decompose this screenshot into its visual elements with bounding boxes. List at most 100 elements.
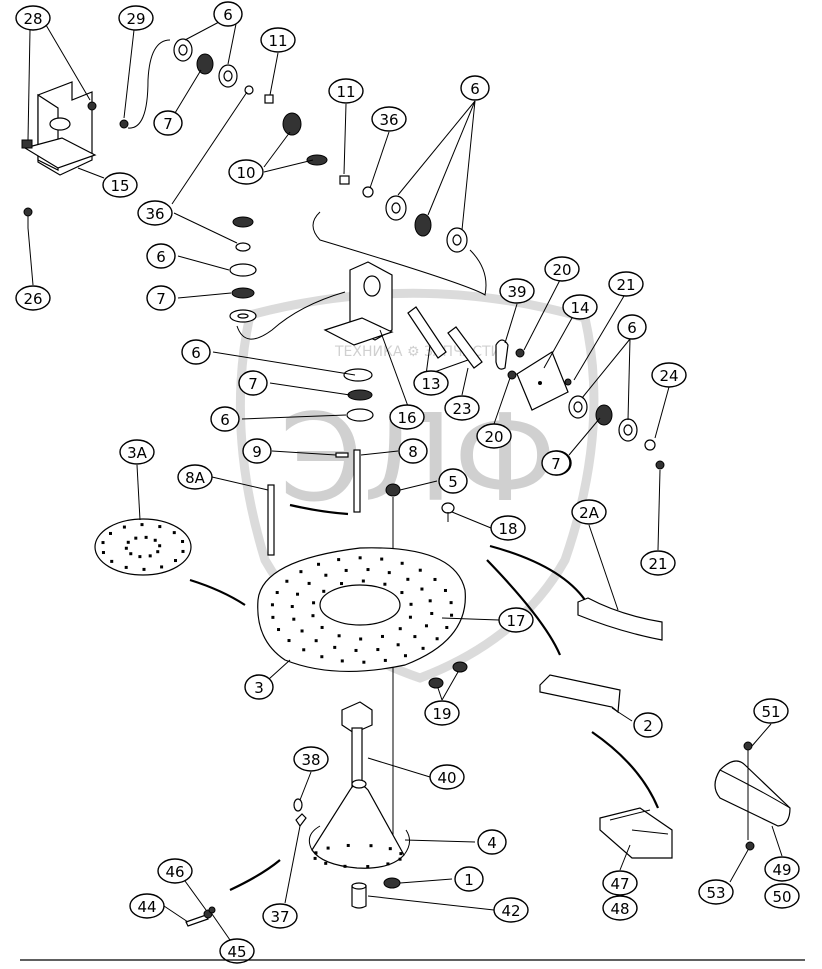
callout-label: 19 [432, 705, 451, 723]
hole [300, 629, 304, 633]
leader-line-53 [184, 880, 207, 911]
hole [366, 568, 370, 572]
hole [174, 559, 178, 563]
hole [296, 592, 300, 596]
disc-3A [94, 518, 192, 576]
leader-line-37 [136, 464, 141, 521]
hole [110, 559, 114, 563]
curve-8 [289, 503, 349, 516]
hole [160, 565, 164, 569]
callout-circle [119, 439, 155, 465]
leader-line-34 [493, 377, 511, 425]
callout-label: 28 [23, 10, 42, 28]
leader-line-31 [627, 338, 631, 421]
leader-line-47 [441, 671, 459, 701]
hole [299, 570, 303, 574]
bearing-group-right [564, 378, 665, 470]
hole [408, 615, 412, 619]
callout-label: 6 [627, 319, 637, 337]
cone-4 [308, 779, 410, 869]
leader-line-5 [269, 52, 279, 96]
callout-6-11: 6 [146, 243, 176, 269]
leader-line-45 [268, 659, 291, 680]
hole [450, 613, 454, 617]
callout-circle [764, 856, 800, 882]
callout-label: 10 [236, 164, 255, 182]
hole [124, 565, 128, 569]
callout-circle [490, 515, 526, 541]
leader-line-1 [27, 29, 31, 141]
hole [101, 541, 105, 545]
callout-7-14: 7 [238, 370, 268, 396]
callout-label: 51 [761, 703, 780, 721]
hole [369, 844, 373, 848]
hole [148, 554, 152, 558]
callout-label: 48 [610, 900, 629, 918]
hole [285, 579, 289, 583]
callout-label: 14 [570, 299, 589, 317]
callout-circle [181, 339, 211, 365]
callout-23-26: 23 [444, 395, 480, 421]
bracket-15 [21, 81, 129, 176]
callout-circle [460, 75, 490, 101]
hole [435, 637, 439, 641]
callout-label: 1 [464, 871, 474, 889]
callout-label: 23 [452, 400, 471, 418]
callout-36-10: 36 [371, 106, 407, 132]
callout-circle [602, 870, 638, 896]
hole [292, 617, 296, 621]
callout-10-7: 10 [228, 159, 264, 185]
callout-circle [633, 712, 663, 738]
hole [124, 546, 128, 550]
callout-21-29: 21 [640, 550, 676, 576]
hole [108, 531, 112, 535]
leader-line-42 [451, 511, 492, 529]
leader-line-52 [404, 839, 476, 843]
nut-20-top [515, 348, 525, 358]
bracket-47-48 [599, 807, 673, 859]
hole [420, 587, 424, 591]
callout-4-44: 4 [477, 829, 507, 855]
callout-label: 7 [551, 455, 561, 473]
callout-47-51: 47 [602, 870, 638, 896]
leader-line-17 [212, 351, 356, 376]
hole [140, 523, 144, 527]
callout-circle [213, 1, 243, 27]
hole [430, 611, 434, 615]
callout-circle [328, 78, 364, 104]
hole [320, 625, 324, 629]
hole [290, 605, 294, 609]
callout-circle [498, 607, 534, 633]
hole [270, 603, 274, 607]
callout-label: 40 [437, 769, 456, 787]
callout-circle [242, 438, 272, 464]
curve-2A-b [486, 559, 562, 656]
hole [320, 655, 324, 659]
leader-line-54 [399, 878, 453, 884]
hole [277, 628, 281, 632]
hole [311, 614, 315, 618]
callout-circle [571, 499, 607, 525]
hole [424, 624, 428, 628]
leader-line-56 [163, 905, 189, 923]
nut-19a [428, 677, 444, 689]
leader-line-15 [177, 255, 230, 271]
callout-44-48: 44 [129, 893, 165, 919]
hole [153, 538, 157, 542]
pin-9 [335, 452, 349, 458]
callout-circle [477, 829, 507, 855]
callout-circle [753, 698, 789, 724]
gearbox-bracket-16 [323, 261, 394, 422]
hole [380, 557, 384, 561]
callout-label: 24 [659, 367, 678, 385]
callout-26-6: 26 [15, 285, 51, 311]
hole [400, 591, 404, 595]
callout-5-34: 5 [438, 468, 468, 494]
callout-label: 6 [156, 248, 166, 266]
callout-37-49: 37 [262, 903, 298, 929]
bearing-stack-right [339, 175, 468, 253]
callout-1-46: 1 [454, 866, 484, 892]
guard-49-50 [714, 760, 791, 827]
callout-13-19: 13 [413, 370, 449, 396]
